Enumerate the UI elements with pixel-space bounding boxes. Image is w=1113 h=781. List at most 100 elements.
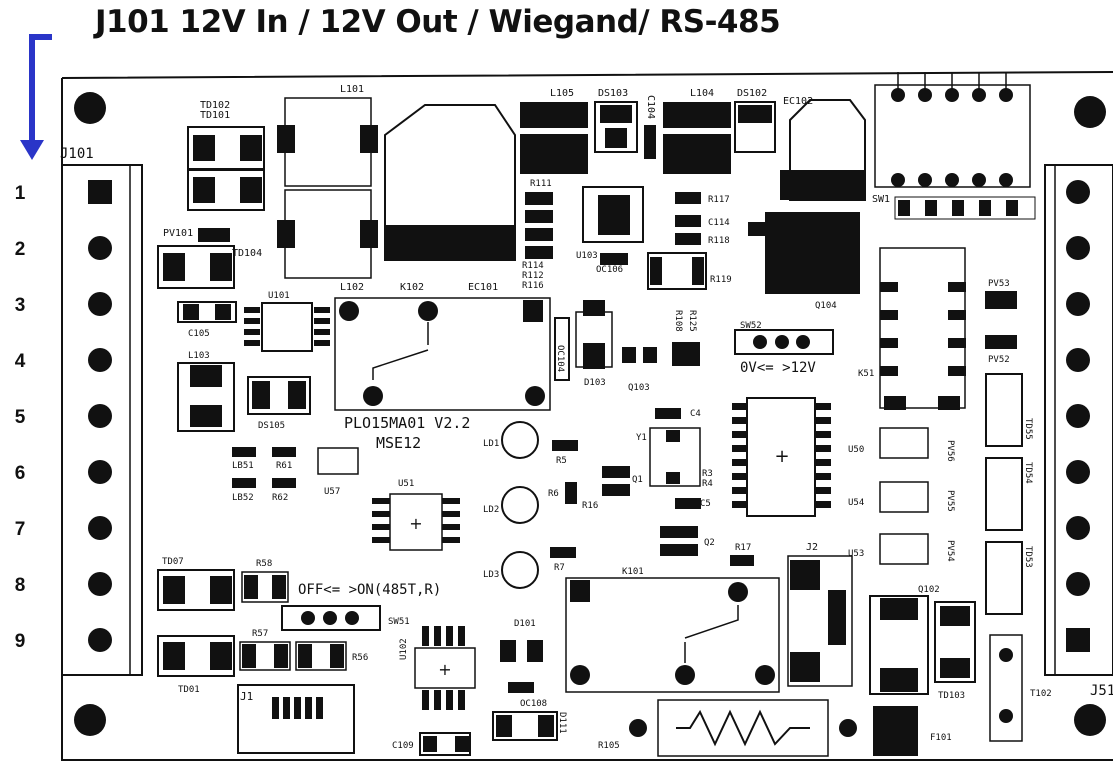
big-ic-pin xyxy=(732,445,748,452)
j1-pin xyxy=(283,697,290,719)
mounting-hole xyxy=(74,704,106,736)
k51-pad xyxy=(884,396,906,410)
ref-F101: F101 xyxy=(930,733,952,743)
ref-EC101: EC101 xyxy=(468,282,498,293)
ref-L105: L105 xyxy=(550,88,574,99)
ref-K101: K101 xyxy=(622,567,644,577)
ref-R118: R118 xyxy=(708,236,730,246)
ref-TD102: TD102 xyxy=(200,100,230,111)
j51-pin xyxy=(1066,180,1090,204)
u102-pin xyxy=(446,626,453,646)
sw1-resistor xyxy=(898,200,910,216)
relay-k102-label: PLO15MA01 V2.2 xyxy=(344,414,470,432)
sw1-resistor xyxy=(952,200,964,216)
u51-pins xyxy=(372,498,460,543)
ref-PV101: PV101 xyxy=(163,228,193,239)
connector-j51-body xyxy=(1044,164,1113,676)
big-ic-pin xyxy=(732,459,748,466)
ref-C5: C5 xyxy=(700,499,711,509)
mounting-hole xyxy=(1074,704,1106,736)
pin-number-1: 1 xyxy=(14,183,26,204)
ref-R105: R105 xyxy=(598,741,620,751)
sw1-pad xyxy=(945,173,959,187)
ref-R17: R17 xyxy=(735,543,751,553)
ref-D103: D103 xyxy=(584,378,606,388)
ref-R108: R108 xyxy=(673,310,683,332)
switch-sw52-label: 0V<= >12V xyxy=(740,360,816,376)
big-ic-pin xyxy=(815,501,831,508)
sw1-resistor xyxy=(925,200,937,216)
pin-number-5: 5 xyxy=(14,407,26,428)
u102-pin xyxy=(458,626,465,646)
ref-L101: L101 xyxy=(340,84,364,95)
ref-T102: T102 xyxy=(1030,689,1052,699)
u101-pin xyxy=(244,307,260,313)
big-ic-pin xyxy=(815,459,831,466)
j51-pin xyxy=(1066,516,1090,540)
ref-U54: U54 xyxy=(848,498,864,508)
u102-pin xyxy=(422,690,429,710)
j51-pin xyxy=(1066,404,1090,428)
ref-R16: R16 xyxy=(582,501,598,511)
ref-D111: D111 xyxy=(557,712,567,734)
u51-pin xyxy=(442,537,460,543)
ref-K51: K51 xyxy=(858,369,874,379)
ref-R6: R6 xyxy=(548,489,559,499)
ref-SW1: SW1 xyxy=(872,194,890,205)
k51-pad xyxy=(880,338,898,348)
u101-pin xyxy=(314,329,330,335)
big-ic-pin xyxy=(732,473,748,480)
j101-pin xyxy=(88,236,112,260)
j101-pin xyxy=(88,404,112,428)
big-ic-pin xyxy=(732,403,748,410)
diagram-title: J101 12V In / 12V Out / Wiegand/ RS-485 xyxy=(95,4,781,40)
u101-pin xyxy=(244,318,260,324)
ref-Q103: Q103 xyxy=(628,383,650,393)
u102-pin xyxy=(446,690,453,710)
switch-sw52 xyxy=(734,329,834,355)
u51-pin xyxy=(442,511,460,517)
ref-TD07: TD07 xyxy=(162,557,184,567)
ref-R5: R5 xyxy=(556,456,567,466)
j1-pin xyxy=(272,697,279,719)
pin-number-3: 3 xyxy=(14,295,26,316)
ref-D101: D101 xyxy=(514,619,536,629)
ref-OC108: OC108 xyxy=(520,699,547,709)
ref-C105: C105 xyxy=(188,329,210,339)
big-ic-pin xyxy=(732,501,748,508)
relay-k102-sublabel: MSE12 xyxy=(376,434,421,452)
ref-R3: R3 xyxy=(702,469,713,479)
pin-number-8: 8 xyxy=(14,575,26,596)
big-ic-pin xyxy=(815,403,831,410)
j101-pin xyxy=(88,628,112,652)
ref-R4: R4 xyxy=(702,479,713,489)
pin-number-7: 7 xyxy=(14,519,26,540)
k51-pads xyxy=(880,282,966,410)
big-ic-pin xyxy=(815,445,831,452)
connector-j101-pins xyxy=(88,180,112,652)
ref-LD2: LD2 xyxy=(483,505,499,515)
pin-number-6: 6 xyxy=(14,463,26,484)
ref-R62: R62 xyxy=(272,493,288,503)
connector-j51-pins xyxy=(1066,180,1090,652)
j101-pin xyxy=(88,348,112,372)
j1-pin xyxy=(305,697,312,719)
k51-pad xyxy=(880,282,898,292)
ref-Y1: Y1 xyxy=(636,433,647,443)
ref-TD55: TD55 xyxy=(1023,418,1033,440)
ref-SW52: SW52 xyxy=(740,321,762,331)
ref-C114: C114 xyxy=(708,218,730,228)
big-ic-pin xyxy=(815,473,831,480)
sw1-pad xyxy=(972,88,986,102)
j51-pin xyxy=(1066,460,1090,484)
sw1-pad xyxy=(999,173,1013,187)
ref-L104: L104 xyxy=(690,88,714,99)
ref-U51: U51 xyxy=(398,479,414,489)
j101-pin xyxy=(88,572,112,596)
u102-pins xyxy=(422,626,465,710)
big-ic-pin xyxy=(732,431,748,438)
ref-OC106: OC106 xyxy=(596,265,623,275)
j101-pin xyxy=(88,292,112,316)
ref-U101: U101 xyxy=(268,291,290,301)
ref-C109: C109 xyxy=(392,741,414,751)
